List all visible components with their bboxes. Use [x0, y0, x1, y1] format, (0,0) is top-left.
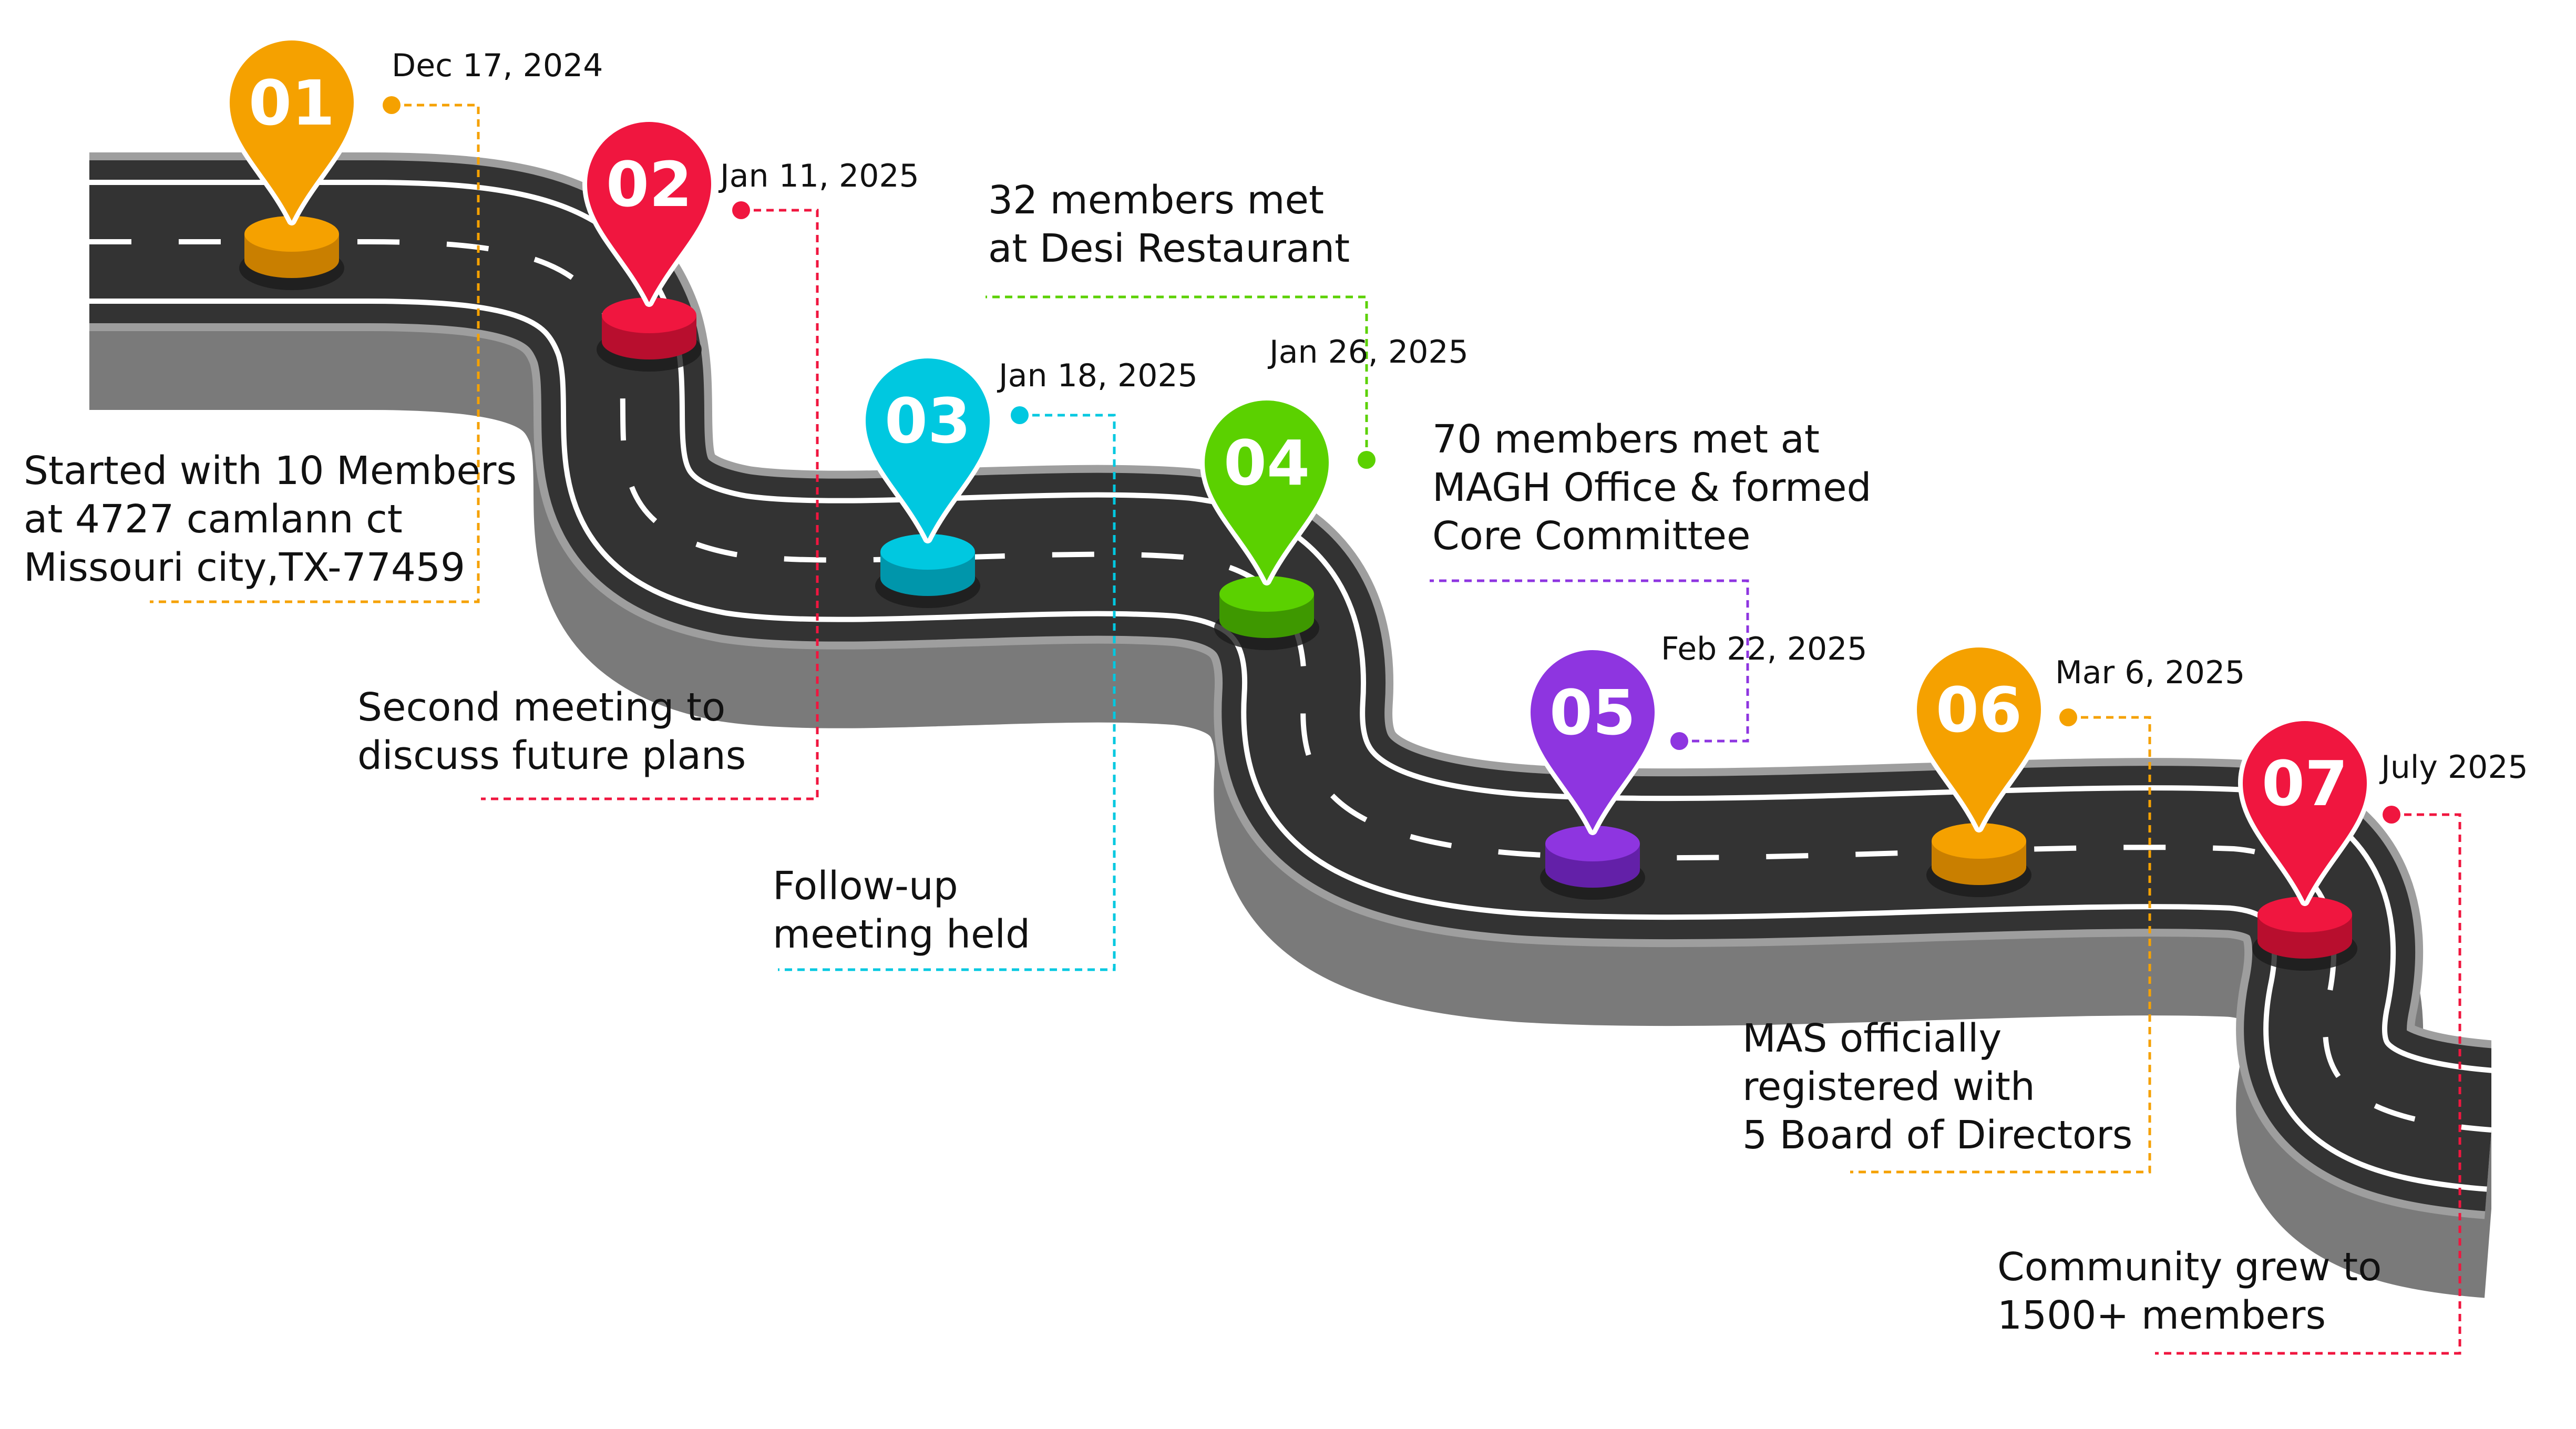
- leader-dot-1: [383, 96, 401, 114]
- milestone-date-7: July 2025: [2381, 749, 2528, 786]
- pin-base-top-2: [602, 297, 696, 333]
- milestone-number-6: 06: [1936, 674, 2022, 746]
- leader-dot-7: [2383, 806, 2400, 824]
- milestone-pin-6: 06: [1912, 643, 2046, 897]
- leader-dot-2: [732, 201, 750, 219]
- leader-line-3: [778, 414, 1116, 971]
- milestone-number-5: 05: [1549, 676, 1636, 749]
- milestone-description-line: Community grew to: [1997, 1245, 2382, 1290]
- pin-base-top-6: [1932, 823, 2026, 859]
- milestone-description-line: meeting held: [773, 912, 1031, 957]
- milestone-description-line: 32 members met: [988, 178, 1325, 223]
- milestone-date-5: Feb 22, 2025: [1661, 631, 1867, 667]
- road-clip-left: [0, 0, 89, 1429]
- milestone-date-4: Jan 26, 2025: [1269, 334, 1469, 371]
- milestone-date-1: Dec 17, 2024: [392, 47, 603, 84]
- milestone-date-2: Jan 11, 2025: [720, 158, 919, 194]
- milestone-description-line: MAGH Office & formed: [1432, 465, 1872, 510]
- leader-line-4: [986, 295, 1368, 460]
- milestone-number-1: 01: [249, 67, 335, 139]
- location-pin-icon-5: [1531, 650, 1655, 830]
- milestone-description-line: Second meeting to: [357, 685, 726, 730]
- milestone-description-line: registered with: [1742, 1064, 2035, 1109]
- leader-line-2: [481, 209, 819, 800]
- milestone-pin-4: 04: [1200, 396, 1333, 650]
- leader-line-6: [1850, 716, 2151, 1174]
- milestone-description-line: Started with 10 Members: [24, 448, 517, 494]
- milestone-number-3: 03: [885, 385, 971, 457]
- milestone-description-line: 5 Board of Directors: [1742, 1113, 2133, 1158]
- leader-dot-5: [1670, 732, 1688, 750]
- location-pin-icon-7: [2243, 721, 2367, 901]
- location-pin-icon-3: [866, 358, 990, 539]
- leader-line-7: [2155, 813, 2461, 1355]
- milestone-description-line: 1500+ members: [1997, 1293, 2326, 1338]
- location-pin-icon-1: [230, 40, 354, 221]
- milestone-description-line: Missouri city,TX-77459: [24, 545, 466, 590]
- milestone-description-line: at Desi Restaurant: [988, 226, 1350, 271]
- milestone-number-2: 02: [606, 148, 692, 221]
- location-pin-icon-4: [1205, 400, 1329, 581]
- leader-dot-3: [1011, 406, 1029, 424]
- milestone-description-line: discuss future plans: [357, 733, 746, 778]
- pin-base-top-3: [880, 534, 975, 570]
- location-pin-icon-6: [1917, 647, 2041, 828]
- leader-dot-6: [2059, 708, 2077, 726]
- milestone-number-4: 04: [1224, 427, 1310, 499]
- pin-base-top-1: [244, 216, 339, 252]
- milestone-description-line: at 4727 camlann ct: [24, 497, 403, 542]
- milestone-pin-2: 02: [582, 117, 716, 372]
- milestone-pin-3: 03: [861, 354, 994, 608]
- milestone-pin-5: 05: [1526, 645, 1659, 900]
- road-clip-right: [2491, 0, 2576, 1429]
- location-pin-icon-2: [587, 122, 711, 302]
- pin-base-top-5: [1545, 826, 1640, 861]
- milestone-date-6: Mar 6, 2025: [2055, 654, 2245, 691]
- leader-line-1: [150, 104, 480, 603]
- leader-dot-4: [1358, 451, 1376, 469]
- milestone-description-line: MAS officially: [1742, 1016, 2002, 1061]
- milestone-description-line: 70 members met at: [1432, 417, 1820, 462]
- milestone-date-3: Jan 18, 2025: [999, 357, 1198, 394]
- pin-base-top-4: [1219, 576, 1314, 612]
- milestone-number-7: 07: [2262, 747, 2348, 820]
- milestone-pin-1: 01: [225, 36, 358, 290]
- milestone-description-line: Follow-up: [773, 863, 958, 909]
- milestone-description-line: Core Committee: [1432, 513, 1751, 559]
- pin-base-top-7: [2257, 897, 2352, 932]
- milestone-pin-7: 07: [2238, 716, 2372, 971]
